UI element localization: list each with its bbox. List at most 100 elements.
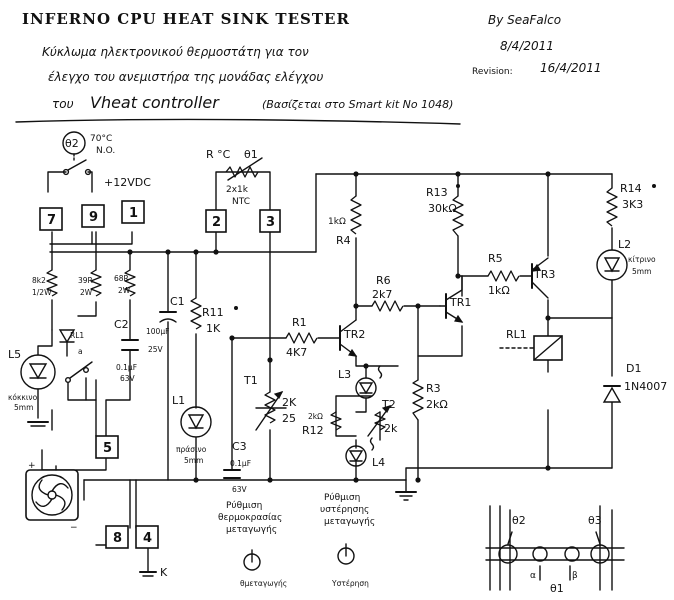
capacitor-c3: C3 0.1μF 63V xyxy=(223,440,251,494)
terminal-4-label: 4 xyxy=(143,531,152,546)
fan-icon: + − xyxy=(25,461,79,533)
resistor-r4: 1kΩ R4 xyxy=(328,195,362,247)
l2-label: L2 xyxy=(618,238,631,251)
inset-theta3-label: θ3 xyxy=(588,514,602,527)
c2-label: C2 xyxy=(114,318,129,331)
c1-voltage: 25V xyxy=(148,345,164,354)
resistor-r12: 2kΩ R12 xyxy=(302,411,342,437)
transistor-tr2: TR2 xyxy=(339,319,365,357)
terminal-5-label: 5 xyxy=(103,441,112,456)
author: By SeaFalco xyxy=(488,13,561,27)
relay-contact-rl1a: RL1 a xyxy=(58,329,97,401)
inset-b-label: β xyxy=(572,571,578,581)
knob-temperature-label: θμεταγωγής xyxy=(240,579,287,588)
c3-voltage: 63V xyxy=(232,485,248,494)
resistor-r3: R3 2kΩ xyxy=(412,379,448,421)
r-68r-watt: 2W xyxy=(118,286,131,295)
knob-hysteresis-label: Υστέρηση xyxy=(331,579,369,588)
adj2-line-3: μεταγωγής xyxy=(324,517,375,527)
terminal-7-label: 7 xyxy=(47,213,56,228)
l1-label: L1 xyxy=(172,394,185,407)
terminal-7: 7 xyxy=(39,207,63,231)
rl1a-sub-label: a xyxy=(78,347,83,356)
resistor-r11: R11 1K xyxy=(190,297,238,335)
resistor-r1: R1 4K7 xyxy=(285,316,318,359)
diode-d1: D1 1N4007 xyxy=(602,362,667,403)
t1-label: T1 xyxy=(243,374,258,387)
c3-value: 0.1μF xyxy=(230,459,251,468)
r-39r-watt: 2W xyxy=(80,288,93,297)
r-68r-label: 68R xyxy=(114,274,129,283)
r-8k2-label: 8k2 xyxy=(32,276,46,285)
adj1-line-2: θερμοκρασίας xyxy=(218,513,282,523)
terminal-9: 9 xyxy=(81,204,105,228)
r13-label: R13 xyxy=(426,186,448,199)
description-line-3b: Vheat controller xyxy=(90,93,220,112)
r-8k2-watt: 1/2W xyxy=(32,288,52,297)
adjustment-notes: Ρύθμιση θερμοκρασίας μεταγωγής Ρύθμιση υ… xyxy=(218,492,375,588)
led-l3: L3 xyxy=(338,365,383,399)
l2-note-2: 5mm xyxy=(632,267,651,276)
supply-label: +12VDC xyxy=(104,176,151,189)
r11-label: R11 xyxy=(202,306,224,319)
resistor-r6: R6 2k7 xyxy=(371,274,404,312)
rl1a-label: RL1 xyxy=(70,331,84,340)
date: 8/4/2011 xyxy=(500,39,554,53)
d1-value: 1N4007 xyxy=(624,380,667,393)
inset-theta2-label: θ2 xyxy=(512,514,526,527)
resistor-68r: 68R 2W xyxy=(114,269,136,297)
l1-note-2: 5mm xyxy=(184,456,203,465)
description-line-2: έλεγχο του ανεμιστήρα της μονάδας ελέγχο… xyxy=(48,70,323,84)
theta2-thermoswitch: θ2 70°C N.O. +12VDC xyxy=(62,131,151,189)
c2-voltage: 63V xyxy=(120,374,136,383)
r3-label: R3 xyxy=(426,382,441,395)
led-l4: L4 xyxy=(345,437,385,469)
r1-value: 4K7 xyxy=(286,346,307,359)
resistor-r13: R13 30kΩ xyxy=(426,184,464,237)
header: INFERNO CPU HEAT SINK TESTER By SeaFalco… xyxy=(15,10,602,125)
title: INFERNO CPU HEAT SINK TESTER xyxy=(22,10,350,28)
ground-symbols: K xyxy=(139,491,417,579)
r12-label: R12 xyxy=(302,424,324,437)
t2-value: 2k xyxy=(384,422,398,435)
r4-label: R4 xyxy=(336,234,351,247)
capacitor-c1: C1 100μF 25V xyxy=(146,295,185,354)
ntc-label: NTC xyxy=(232,197,250,207)
resistor-8k2: 8k2 1/2W xyxy=(32,269,58,297)
r12-value: 2kΩ xyxy=(308,412,323,421)
led-l1: L1 πράσινο 5mm xyxy=(172,394,212,465)
c1-value: 100μF xyxy=(146,327,169,336)
l5-note-2: 5mm xyxy=(14,403,33,412)
adj1-line-3: μεταγωγής xyxy=(226,525,277,535)
l5-label: L5 xyxy=(8,348,21,361)
description-line-3c: (Βασίζεται στο Smart kit No 1048) xyxy=(262,98,453,111)
svg-text:+: + xyxy=(28,461,36,471)
l2-note-1: κίτρινο xyxy=(628,255,656,264)
terminal-8-label: 8 xyxy=(113,531,122,546)
tr3-label: TR3 xyxy=(533,268,555,281)
junctions xyxy=(127,171,551,483)
r13-value: 30kΩ xyxy=(428,202,457,215)
adj2-line-1: Ρύθμιση xyxy=(324,492,360,503)
description-line-3a: του xyxy=(52,97,74,111)
ntc-value: 2x1k xyxy=(226,185,249,195)
tr1-label: TR1 xyxy=(449,296,471,309)
terminal-8: 8 xyxy=(105,525,129,549)
revision-label: Revision: xyxy=(472,67,513,77)
theta2-no: N.O. xyxy=(96,146,115,156)
k-label: K xyxy=(160,566,168,579)
r4-value: 1kΩ xyxy=(328,217,346,227)
relay-rl1: RL1 xyxy=(499,328,563,361)
r14-value: 3K3 xyxy=(622,198,643,211)
t1-value: 2K xyxy=(282,396,297,409)
terminal-1: 1 xyxy=(121,200,145,224)
trimmer-t2: T2 2k xyxy=(367,398,398,437)
adj2-line-2: υστέρησης xyxy=(320,504,369,515)
terminal-4: 4 xyxy=(135,525,159,549)
theta2-label: θ2 xyxy=(65,137,79,150)
r14-label: R14 xyxy=(620,182,642,195)
t1-turns: 25 xyxy=(282,412,296,425)
transistor-tr1: TR1 xyxy=(445,275,471,323)
d1-label: D1 xyxy=(626,362,641,375)
